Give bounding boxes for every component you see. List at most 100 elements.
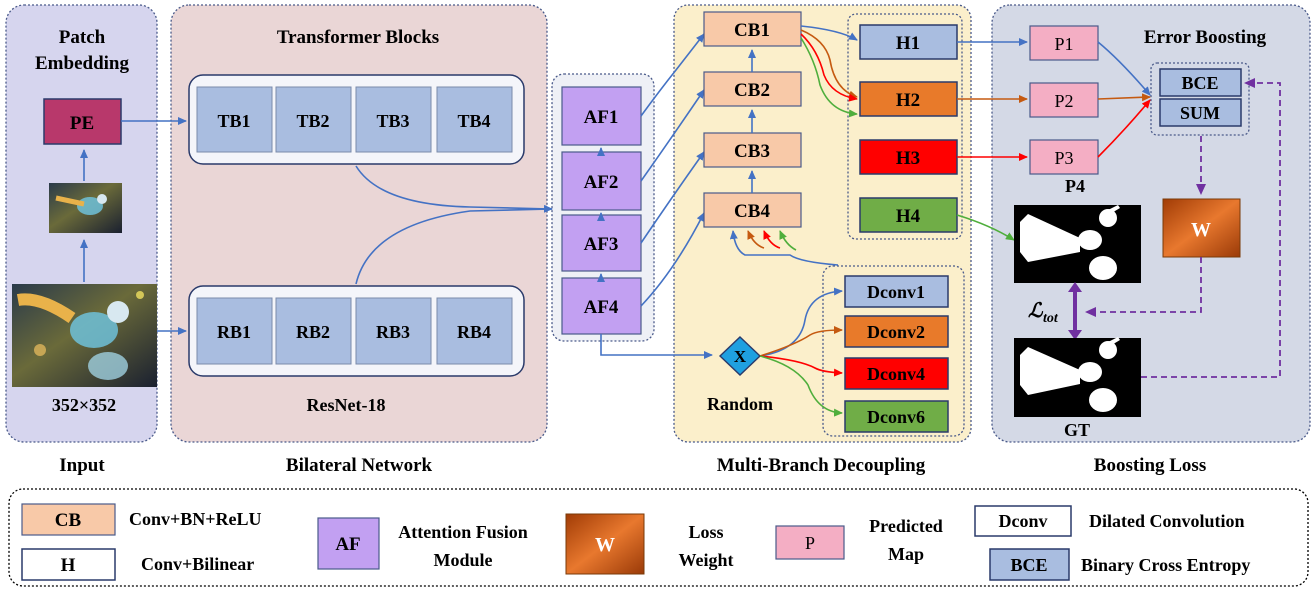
h1-box bbox=[859, 24, 958, 60]
dconv6-label: Dconv6 bbox=[867, 407, 925, 427]
head-group bbox=[847, 13, 963, 240]
cb3-box bbox=[703, 132, 802, 168]
rb2-label: RB2 bbox=[296, 322, 330, 342]
svg-text:tot: tot bbox=[1043, 311, 1059, 326]
legend-dconv-desc: Dilated Convolution bbox=[1089, 511, 1245, 531]
rb3-box bbox=[355, 297, 432, 365]
bilateral-subtitle: ResNet-18 bbox=[307, 395, 386, 415]
cb3-label: CB3 bbox=[734, 141, 770, 162]
bilateral-title: Transformer Blocks bbox=[277, 27, 439, 48]
legend-w-key: W bbox=[595, 534, 615, 556]
random-selector-label: X bbox=[734, 347, 747, 366]
legend-w-swatch bbox=[565, 513, 645, 575]
legend-dconv-swatch bbox=[974, 505, 1072, 537]
legend-h-swatch bbox=[21, 548, 116, 581]
legend-p-key: P bbox=[805, 533, 815, 553]
tb2-box bbox=[275, 86, 352, 153]
af3-label: AF3 bbox=[584, 234, 619, 255]
loss-group bbox=[1150, 62, 1250, 136]
legend-w-desc-2: Weight bbox=[678, 550, 733, 570]
dconv-blocks: Dconv1 Dconv2 Dconv4 Dconv6 bbox=[844, 275, 949, 433]
tb4-label: TB4 bbox=[457, 111, 490, 131]
legend-cb-key: CB bbox=[55, 510, 82, 531]
tb3-box bbox=[355, 86, 432, 153]
af1-box bbox=[561, 86, 642, 146]
dconv1-label: Dconv1 bbox=[867, 282, 925, 302]
small-image-figure bbox=[55, 194, 107, 215]
dconv4-label: Dconv4 bbox=[867, 364, 925, 384]
legend-bce-key: BCE bbox=[1010, 555, 1047, 575]
cb2-label: CB2 bbox=[734, 80, 770, 101]
h2-box bbox=[859, 81, 958, 117]
caption-input: Input bbox=[59, 455, 105, 476]
pe-box bbox=[43, 98, 122, 145]
p4-mask-shape bbox=[1020, 205, 1120, 280]
h4-box bbox=[859, 197, 958, 233]
p1-box bbox=[1029, 25, 1099, 61]
legend-p-desc-2: Map bbox=[888, 544, 924, 564]
tb-blocks: TB1 TB2 TB3 TB4 bbox=[196, 86, 513, 153]
af1-label: AF1 bbox=[584, 107, 619, 128]
bce-box bbox=[1159, 68, 1242, 97]
cb4-label: CB4 bbox=[734, 201, 770, 222]
h2-label: H2 bbox=[896, 90, 920, 111]
legend-h-key: H bbox=[61, 555, 76, 576]
legend-cb-desc: Conv+BN+ReLU bbox=[129, 509, 262, 529]
rb2-box bbox=[275, 297, 352, 365]
large-image-figure bbox=[16, 291, 144, 380]
rb1-box bbox=[196, 297, 273, 365]
pe-label: PE bbox=[70, 113, 94, 134]
rb1-label: RB1 bbox=[217, 322, 251, 342]
input-title-line1: Patch bbox=[59, 27, 106, 48]
h4-label: H4 bbox=[896, 206, 921, 227]
cb2-box bbox=[703, 71, 802, 107]
legend-p-desc-1: Predicted bbox=[869, 516, 943, 536]
p2-box bbox=[1029, 82, 1099, 118]
p1-label: P1 bbox=[1054, 34, 1073, 54]
legend-p-swatch bbox=[775, 525, 845, 560]
rb4-box bbox=[436, 297, 513, 365]
sum-box bbox=[1159, 98, 1242, 127]
boosting-title: Error Boosting bbox=[1144, 27, 1267, 48]
tb1-box bbox=[196, 86, 273, 153]
legend-bce-swatch bbox=[989, 548, 1070, 581]
caption-boosting: Boosting Loss bbox=[1094, 455, 1206, 476]
p-blocks: P1 P2 P3 bbox=[1029, 25, 1099, 175]
dconv1-box bbox=[844, 275, 949, 308]
legend-af-swatch bbox=[317, 517, 380, 570]
p3-box bbox=[1029, 139, 1099, 175]
legend-dconv-key: Dconv bbox=[999, 511, 1048, 531]
dconv6-box bbox=[844, 400, 949, 433]
dconv4-box bbox=[844, 357, 949, 390]
legend-af-desc-1: Attention Fusion bbox=[398, 522, 528, 542]
p2-label: P2 bbox=[1054, 91, 1073, 111]
dconv2-box bbox=[844, 315, 949, 348]
rb3-label: RB3 bbox=[376, 322, 410, 342]
rb4-label: RB4 bbox=[457, 322, 491, 342]
dconv2-label: Dconv2 bbox=[867, 322, 925, 342]
legend-bce-desc: Binary Cross Entropy bbox=[1081, 555, 1250, 575]
bce-label: BCE bbox=[1181, 73, 1218, 93]
sum-label: SUM bbox=[1180, 103, 1220, 123]
loss-total-label: ℒ tot bbox=[1028, 300, 1059, 326]
gt-mask-shape bbox=[1020, 337, 1120, 412]
random-label: Random bbox=[707, 394, 773, 414]
dconv-group bbox=[822, 265, 965, 437]
loss-weight-label: W bbox=[1191, 219, 1211, 241]
caption-decoupling: Multi-Branch Decoupling bbox=[717, 455, 926, 476]
h3-label: H3 bbox=[896, 148, 920, 169]
af-blocks: AF1 AF2 AF3 AF4 bbox=[561, 86, 642, 335]
h1-label: H1 bbox=[896, 33, 920, 54]
input-size-label: 352×352 bbox=[52, 395, 116, 415]
legend-af-desc-2: Module bbox=[433, 550, 492, 570]
af2-label: AF2 bbox=[584, 172, 619, 193]
tb3-label: TB3 bbox=[376, 111, 409, 131]
svg-text:ℒ: ℒ bbox=[1028, 300, 1044, 322]
input-title-line2: Embedding bbox=[35, 53, 129, 74]
legend-af-key: AF bbox=[335, 534, 360, 555]
tb1-label: TB1 bbox=[217, 111, 250, 131]
legend-w-desc-1: Loss bbox=[688, 522, 723, 542]
legend-h-desc: Conv+Bilinear bbox=[141, 554, 254, 574]
gt-label: GT bbox=[1064, 420, 1090, 440]
